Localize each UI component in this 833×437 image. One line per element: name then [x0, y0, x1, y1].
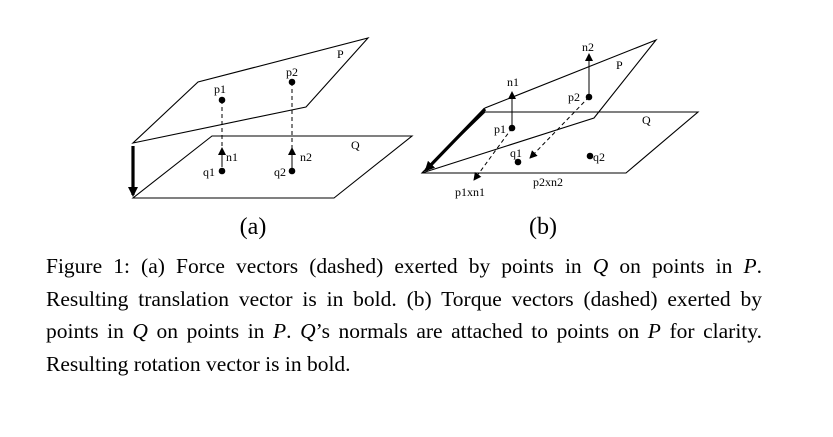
label-plane-p-a: P	[337, 47, 344, 61]
caption-text-7: for clarity. Resulting rotation vector i…	[46, 319, 763, 376]
caption-symbol-p: P	[272, 319, 287, 343]
caption-text-5: .	[286, 319, 292, 343]
caption-text-4: on points in	[156, 319, 265, 343]
label-n1-a: n1	[226, 150, 238, 164]
label-n1-b: n1	[507, 75, 519, 89]
label-torque-2-b: p2xn2	[533, 175, 563, 189]
sublabel-b: (b)	[529, 214, 557, 240]
panel-a: p1 p2 q1 q2 n1 n2 P Q (a)	[128, 37, 414, 240]
caption-text-1: (a) Force vectors (dashed) exerted by po…	[141, 254, 582, 278]
caption-lead: Figure 1:	[46, 254, 130, 278]
point-p2-a	[288, 78, 296, 86]
sublabel-a: (a)	[240, 214, 267, 240]
label-q1-b: q1	[510, 146, 522, 160]
label-n2-a: n2	[300, 150, 312, 164]
figure-1-diagram: p1 p2 q1 q2 n1 n2 P Q (a) p1 p2 q1 q2 n1…	[128, 37, 700, 240]
label-q2-a: q2	[274, 165, 286, 179]
torque-vector-2-b	[529, 96, 590, 159]
caption-symbol-p: P	[743, 254, 757, 278]
plane-q-b	[420, 111, 700, 174]
label-p2-b: p2	[568, 90, 580, 104]
label-p1-a: p1	[214, 82, 226, 96]
label-q1-a: q1	[203, 165, 215, 179]
point-q1-b	[514, 158, 522, 166]
point-p1-a	[218, 96, 226, 104]
point-q1-a	[218, 167, 226, 175]
point-q2-a	[288, 167, 296, 175]
plane-p-a	[131, 37, 370, 144]
label-plane-p-b: P	[616, 58, 623, 72]
panel-b: p1 p2 q1 q2 n1 n2 p1xn1 p2xn2 P Q (b)	[420, 38, 700, 240]
plane-q-a	[131, 135, 414, 199]
caption-symbol-q: Q	[592, 254, 609, 278]
point-p1-b	[508, 124, 516, 132]
point-q2-b	[586, 152, 594, 160]
caption-text-6: ’s normals are attached to points on	[315, 319, 640, 343]
caption-text-3: . Resulting translation vector is in bol…	[46, 254, 762, 343]
figure-caption: Figure 1: (a) Force vectors (dashed) exe…	[46, 250, 762, 380]
caption-symbol-q: Q	[132, 319, 148, 343]
label-plane-q-b: Q	[642, 113, 651, 127]
label-q2-b: q2	[593, 150, 605, 164]
label-p1-b: p1	[494, 122, 506, 136]
label-p2-a: p2	[286, 65, 298, 79]
label-torque-1-b: p1xn1	[455, 185, 485, 199]
caption-text-2: on points in	[619, 254, 733, 278]
label-plane-q-a: Q	[351, 138, 360, 152]
caption-symbol-q: Q	[300, 319, 316, 343]
rotation-vector-b	[424, 107, 487, 172]
label-n2-b: n2	[582, 40, 594, 54]
torque-vector-1-b	[473, 127, 513, 181]
point-p2-b	[585, 93, 593, 101]
caption-symbol-p: P	[647, 319, 661, 343]
